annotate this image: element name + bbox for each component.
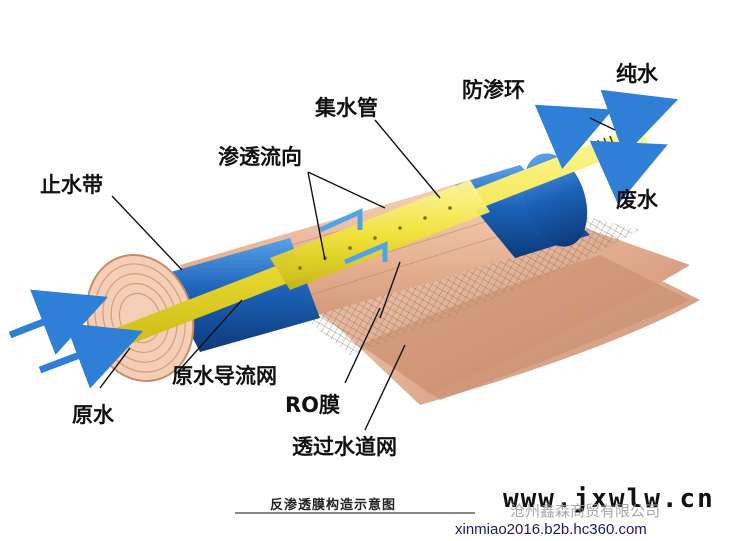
label-collecting-tube: 集水管 [315, 96, 378, 120]
label-permeate-flow: 渗透流向 [218, 145, 302, 169]
watermark-company: 沧州鑫森商贸有限公司 [510, 502, 661, 520]
diagram-caption: 反渗透膜构造示意图 [270, 498, 397, 513]
permeate-flow-arrows [318, 208, 388, 265]
label-anti-seepage-ring: 防渗环 [462, 78, 525, 102]
label-permeate-spacer: 透过水道网 [292, 435, 397, 459]
watermark-url: xinmiao2016.b2b.hc360.com [455, 521, 647, 538]
label-pure-water: 纯水 [616, 62, 658, 86]
label-raw-water: 原水 [72, 403, 114, 427]
leader-lines [99, 117, 616, 431]
label-feed-spacer: 原水导流网 [172, 364, 277, 388]
label-waste-water: 废水 [616, 188, 658, 212]
watermark-site: www.jxwlw.cn [503, 484, 715, 514]
label-water-stop-band: 止水带 [40, 173, 103, 197]
caption-underline [235, 512, 475, 514]
flow-arrows [8, 89, 679, 389]
label-ro-membrane: RO膜 [285, 393, 341, 417]
